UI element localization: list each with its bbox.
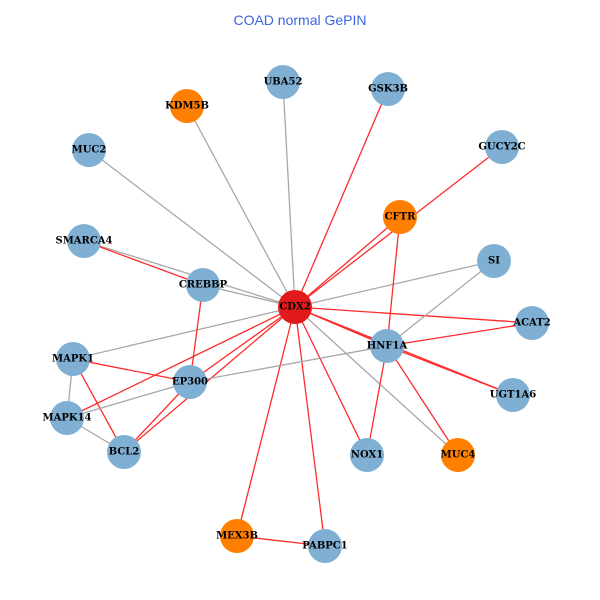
node-crebbp[interactable]: CREBBP (179, 268, 228, 302)
node-label: CDX2 (279, 302, 310, 313)
edge-cdx2-bcl2 (123, 306, 296, 453)
node-label: KDM5B (165, 101, 209, 112)
edge-cdx2-smarca4 (83, 240, 296, 308)
node-kdm5b[interactable]: KDM5B (165, 89, 209, 123)
figure-title: COAD normal GePIN (233, 12, 367, 28)
node-label: CREBBP (179, 280, 228, 291)
node-acat2[interactable]: ACAT2 (512, 306, 551, 340)
node-label: NOX1 (351, 450, 383, 461)
edge-cdx2-muc4 (294, 306, 459, 456)
node-label: EP300 (172, 377, 208, 388)
node-circle (308, 529, 342, 563)
node-muc4[interactable]: MUC4 (441, 438, 476, 472)
edge-cdx2-gsk3b (294, 88, 389, 308)
node-circle (370, 329, 404, 363)
node-mex3b[interactable]: MEX3B (216, 519, 258, 553)
node-nox1[interactable]: NOX1 (350, 438, 384, 472)
node-label: CFTR (385, 212, 417, 223)
node-circle (67, 224, 101, 258)
edge-hnf1a-muc4 (386, 345, 459, 456)
node-circle (515, 306, 549, 340)
node-label: MEX3B (216, 531, 258, 542)
edge-cdx2-pabpc1 (294, 306, 326, 547)
node-gsk3b[interactable]: GSK3B (368, 72, 408, 106)
node-label: SMARCA4 (55, 236, 112, 247)
node-circle (350, 438, 384, 472)
node-mapk14[interactable]: MAPK14 (43, 401, 92, 435)
node-circle (485, 130, 519, 164)
node-label: UGT1A6 (490, 390, 536, 401)
node-label: MAPK1 (52, 354, 94, 365)
node-ep300[interactable]: EP300 (172, 365, 208, 399)
node-circle (441, 438, 475, 472)
node-cdx2[interactable]: CDX2 (278, 290, 312, 324)
edge-cdx2-kdm5b (186, 105, 296, 308)
node-gucy2c[interactable]: GUCY2C (478, 130, 526, 164)
node-uba52[interactable]: UBA52 (264, 65, 303, 99)
node-circle (383, 200, 417, 234)
node-circle (50, 401, 84, 435)
node-pabpc1[interactable]: PABPC1 (302, 529, 348, 563)
node-label: UBA52 (264, 77, 303, 88)
edge-ep300-hnf1a (189, 345, 388, 383)
node-circle (220, 519, 254, 553)
edge-mapk1-bcl2 (72, 358, 125, 453)
edge-cdx2-cftr (294, 216, 401, 308)
edge-cdx2-ep300 (189, 306, 296, 383)
edge-cdx2-mapk1 (72, 306, 296, 360)
node-label: HNF1A (367, 341, 408, 352)
node-label: BCL2 (109, 447, 140, 458)
node-si[interactable]: SI (477, 244, 511, 278)
edge-hnf1a-acat2 (386, 322, 533, 347)
node-circle (278, 290, 312, 324)
node-circle (186, 268, 220, 302)
node-circle (72, 133, 106, 167)
node-circle (266, 65, 300, 99)
edge-mapk1-ep300 (72, 358, 191, 383)
node-circle (107, 435, 141, 469)
edge-cdx2-mex3b (236, 306, 296, 537)
edge-cdx2-mapk14 (66, 306, 296, 419)
node-hnf1a[interactable]: HNF1A (367, 329, 408, 363)
node-muc2[interactable]: MUC2 (72, 133, 107, 167)
node-circle (56, 342, 90, 376)
edge-mapk14-ep300 (66, 381, 191, 419)
node-label: ACAT2 (512, 318, 550, 329)
edge-smarca4-crebbp (83, 240, 204, 286)
node-ugt1a6[interactable]: UGT1A6 (490, 378, 536, 412)
node-label: MUC2 (72, 145, 107, 156)
node-circle (477, 244, 511, 278)
edge-hnf1a-ugt1a6 (386, 345, 514, 396)
node-label: GSK3B (368, 84, 408, 95)
node-label: MUC4 (441, 450, 476, 461)
edge-hnf1a-si (386, 260, 495, 347)
node-label: SI (488, 256, 500, 267)
node-circle (173, 365, 207, 399)
node-cftr[interactable]: CFTR (383, 200, 417, 234)
node-circle (496, 378, 530, 412)
edge-hnf1a-nox1 (366, 345, 388, 456)
edge-cdx2-acat2 (294, 306, 533, 324)
node-label: MAPK14 (43, 413, 92, 424)
node-bcl2[interactable]: BCL2 (107, 435, 141, 469)
node-label: GUCY2C (478, 142, 525, 153)
node-smarca4[interactable]: SMARCA4 (55, 224, 113, 258)
edge-cdx2-muc2 (88, 149, 296, 308)
edge-cdx2-nox1 (294, 306, 368, 456)
edge-cdx2-uba52 (282, 81, 296, 308)
node-label: PABPC1 (302, 541, 347, 552)
edge-cdx2-si (294, 260, 495, 308)
edge-cftr-hnf1a (386, 216, 401, 347)
node-mapk1[interactable]: MAPK1 (52, 342, 94, 376)
node-circle (170, 89, 204, 123)
node-circle (371, 72, 405, 106)
